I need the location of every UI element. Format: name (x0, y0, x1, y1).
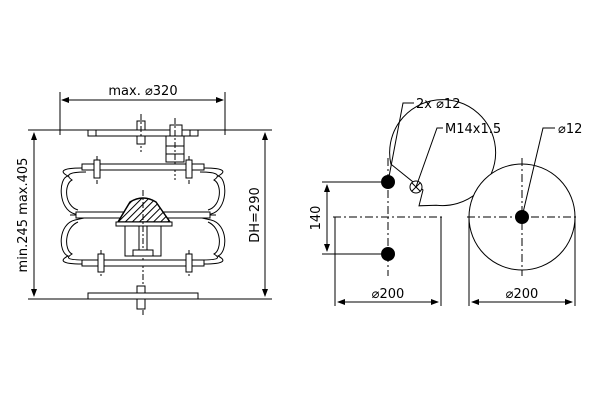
bellows-lower-convolution (60, 217, 226, 265)
holes-spec-label: 2x ⌀12 (416, 97, 460, 112)
bolt-spacing-label: 140 (309, 206, 324, 231)
bottom-plate-view (467, 127, 577, 306)
top-plate-view (322, 99, 497, 306)
left-plate-diameter-label: ⌀200 (372, 287, 405, 302)
bump-stop (116, 197, 172, 223)
height-range-dimension (28, 129, 90, 300)
bellows-upper-convolution (60, 167, 226, 217)
top-bolt (136, 114, 146, 152)
bolt-spacing-dimension (322, 181, 383, 255)
bottom-mounting-plate (87, 292, 199, 300)
max-diameter-label: max. ⌀320 (108, 84, 177, 99)
design-height-label: DH=290 (248, 187, 263, 243)
single-hole-leader (521, 127, 555, 218)
max-diameter-dimension (59, 92, 226, 135)
lower-bead-ring (81, 259, 205, 267)
left-plate-diameter-dimension (334, 217, 442, 306)
upper-bead-ring (81, 163, 205, 171)
height-range-label: min.245 max.405 (16, 158, 31, 273)
bottom-bolt (136, 285, 146, 310)
right-plate-diameter-dimension (468, 217, 576, 306)
thread-spec-label: M14x1.5 (445, 122, 501, 137)
right-plate-diameter-label: ⌀200 (506, 287, 539, 302)
mounting-hole-bottom (381, 247, 395, 261)
piston-column (124, 190, 162, 315)
single-hole-label: ⌀12 (558, 122, 582, 137)
design-height-dimension (198, 129, 272, 300)
thread-leader (415, 127, 443, 188)
air-spring-side-view (28, 92, 272, 315)
air-connector (165, 118, 185, 180)
holes-leader (387, 102, 414, 183)
